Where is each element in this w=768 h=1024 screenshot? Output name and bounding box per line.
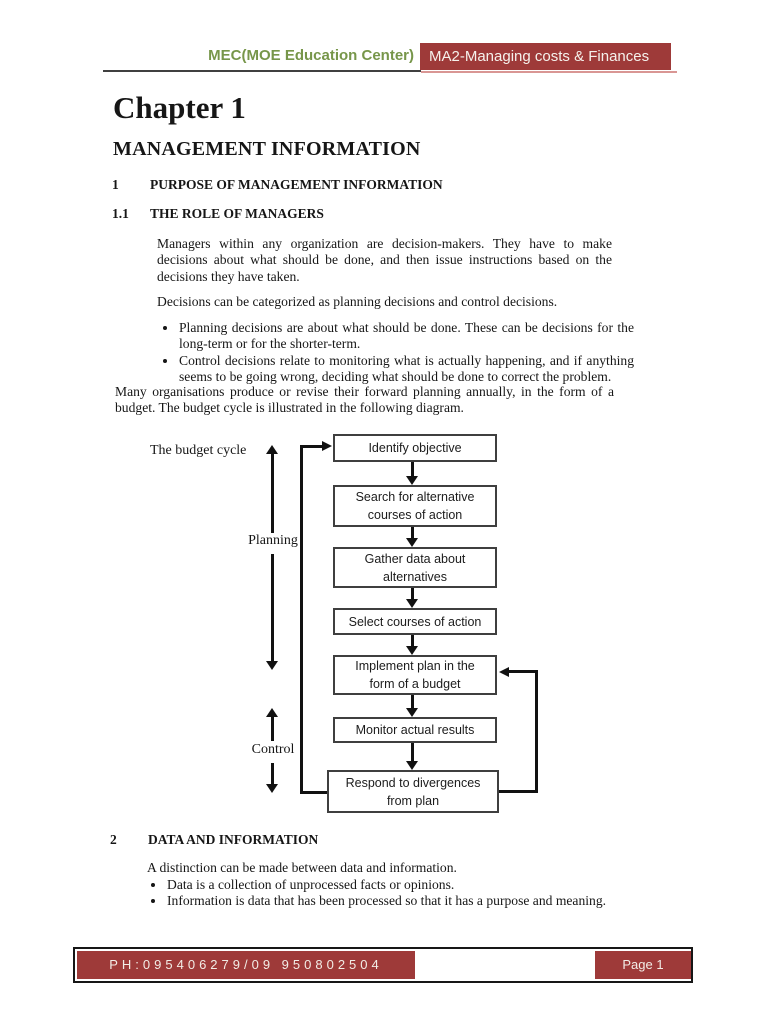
bullet-list-decision-types: Planning decisions are about what should… (157, 320, 634, 386)
control-label: Control (251, 742, 295, 757)
section-number: 1 (112, 177, 119, 192)
header-rule-accent (421, 71, 677, 73)
planning-arrow-line (271, 453, 274, 533)
flow-box-monitor-results: Monitor actual results (333, 717, 497, 743)
bullet-item: Control decisions relate to monitoring w… (178, 353, 634, 386)
bullet-item: Planning decisions are about what should… (178, 320, 634, 353)
feedback-line-left (300, 445, 303, 794)
planning-arrow-down-head (266, 661, 278, 670)
flow-box-respond-divergences: Respond to divergences from plan (327, 770, 499, 813)
document-title: MANAGEMENT INFORMATION (113, 138, 421, 160)
flow-arrow-line (411, 695, 414, 710)
flow-box-identify-objective: Identify objective (333, 434, 497, 462)
flow-arrow-line (411, 527, 414, 540)
flow-arrow-head (406, 599, 418, 608)
feedback-arrow-head (322, 441, 332, 451)
header-center-label: MEC(MOE Education Center) (208, 47, 414, 64)
flow-box-search-alternatives: Search for alternative courses of action (333, 485, 497, 527)
feedback-line-right-top (508, 670, 538, 673)
paragraph-decisions: Decisions can be categorized as planning… (157, 294, 558, 309)
flow-arrow-line (411, 588, 414, 601)
paragraph-budget-cycle: Many organisations produce or revise the… (115, 384, 614, 416)
planning-label: Planning (248, 533, 298, 548)
section-1-1-heading: 1.1 THE ROLE OF MANAGERS (112, 206, 632, 222)
paragraph-distinction: A distinction can be made between data a… (147, 860, 457, 875)
feedback-arrow-head (499, 667, 509, 677)
control-arrow-line (271, 716, 274, 741)
flow-arrow-line (411, 462, 414, 478)
feedback-line-right-bottom (497, 790, 538, 793)
feedback-line-left-top (300, 445, 323, 448)
control-arrow-line (271, 763, 274, 785)
feedback-line-left-bottom (300, 791, 329, 794)
bullet-item: Data is a collection of unprocessed fact… (166, 877, 656, 893)
flow-arrow-line (411, 743, 414, 763)
footer-page-badge: Page 1 (595, 951, 691, 979)
paragraph-managers: Managers within any organization are dec… (157, 236, 612, 284)
bullet-item: Information is data that has been proces… (166, 893, 656, 909)
flow-arrow-head (406, 761, 418, 770)
section-title: DATA AND INFORMATION (148, 832, 319, 847)
flow-box-gather-data: Gather data about alternatives (333, 547, 497, 588)
footer-phone-badge: PH:095406279/09 950802504 (77, 951, 415, 979)
header-course-badge: MA2-Managing costs & Finances (420, 43, 671, 70)
section-number: 2 (110, 832, 117, 847)
section-number: 1.1 (112, 206, 129, 221)
planning-arrow-line (271, 554, 274, 662)
control-arrow-up-head (266, 708, 278, 717)
bullet-list-data-info: Data is a collection of unprocessed fact… (145, 877, 656, 910)
flow-box-implement-plan: Implement plan in the form of a budget (333, 655, 497, 695)
flow-arrow-head (406, 476, 418, 485)
section-title: PURPOSE OF MANAGEMENT INFORMATION (150, 177, 443, 192)
section-1-heading: 1 PURPOSE OF MANAGEMENT INFORMATION (112, 177, 632, 193)
chapter-title: Chapter 1 (113, 90, 246, 125)
footer-bar: PH:095406279/09 950802504 Page 1 (73, 947, 693, 983)
section-title: THE ROLE OF MANAGERS (150, 206, 324, 221)
planning-arrow-up-head (266, 445, 278, 454)
feedback-line-right (535, 670, 538, 793)
flow-box-select-courses: Select courses of action (333, 608, 497, 635)
section-2-heading: 2 DATA AND INFORMATION (110, 832, 630, 848)
budget-cycle-diagram: The budget cycle Planning Control Identi… (0, 430, 768, 822)
flow-arrow-line (411, 635, 414, 648)
diagram-caption: The budget cycle (150, 443, 247, 458)
control-arrow-down-head (266, 784, 278, 793)
flow-arrow-head (406, 708, 418, 717)
flow-arrow-head (406, 538, 418, 547)
header-rule (103, 70, 421, 72)
flow-arrow-head (406, 646, 418, 655)
